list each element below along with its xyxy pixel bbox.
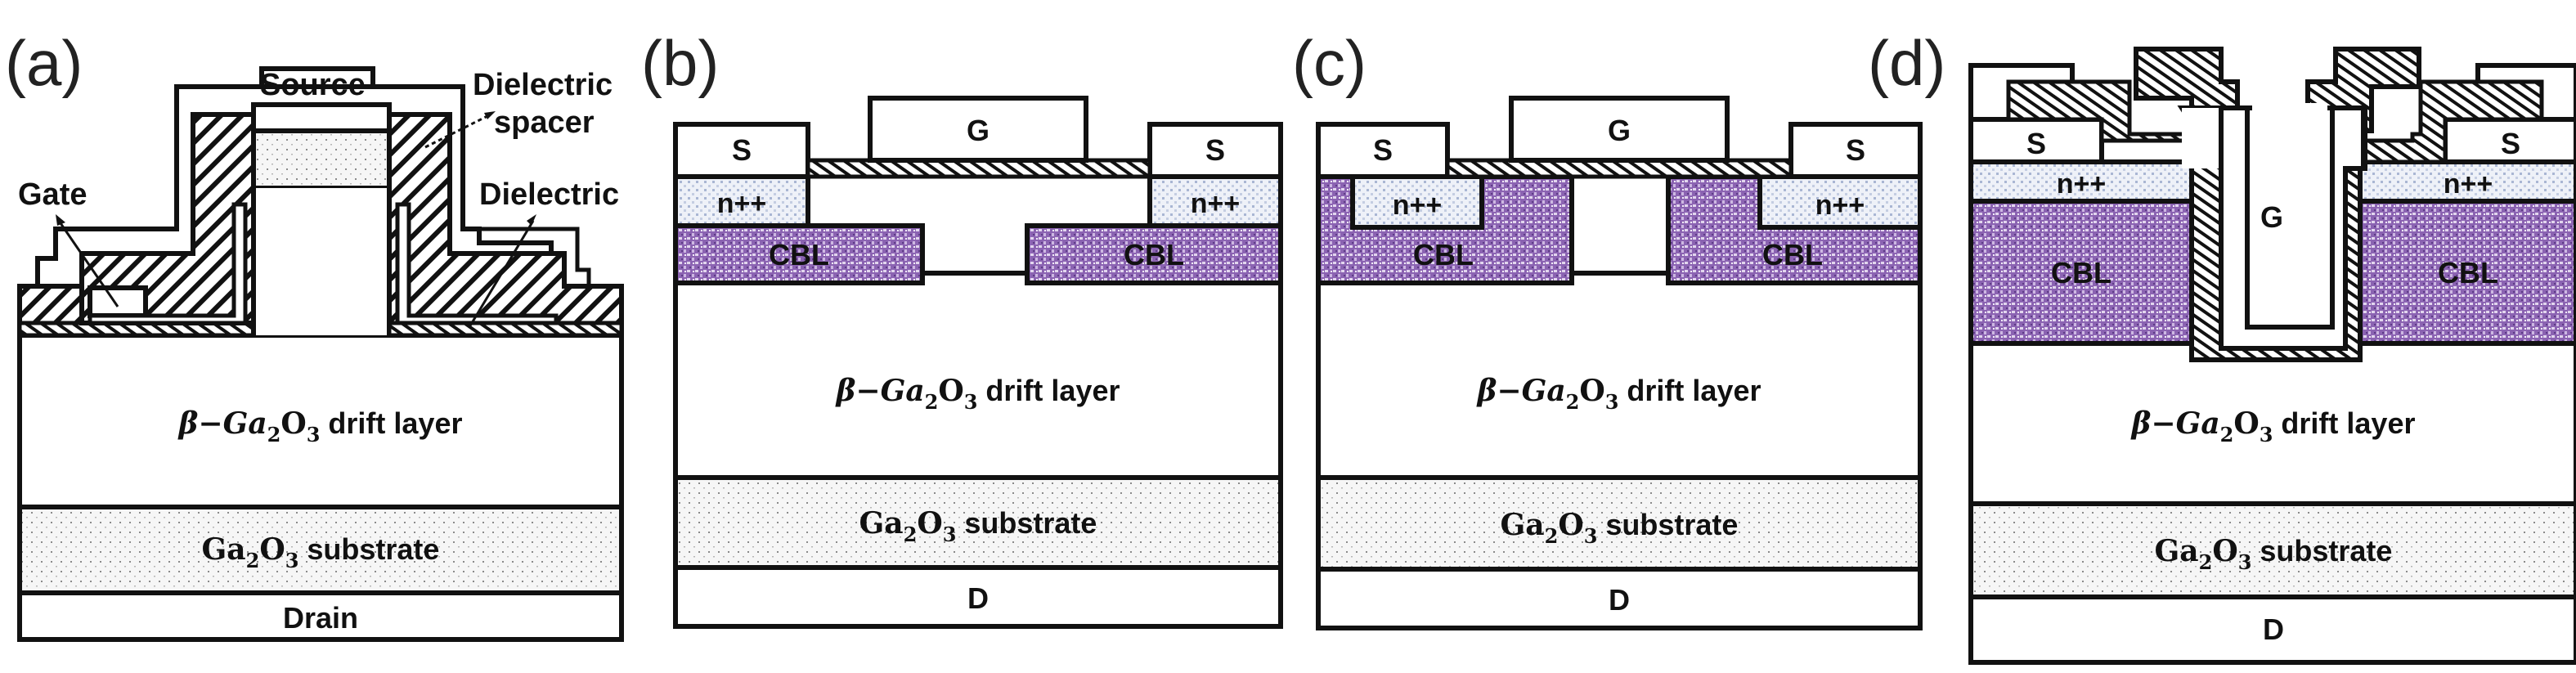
- gate-electrode: [868, 96, 1088, 163]
- panel-label-d: (d): [1868, 27, 1945, 99]
- drift-layer-label: β−Ga2O3 drift layer: [177, 406, 463, 446]
- substrate-layer: [17, 505, 624, 595]
- substrate-label: Ga2O3 substrate: [2155, 534, 2393, 574]
- annotation-dielectric: Dielectric: [479, 177, 619, 212]
- gate-arrow: [57, 220, 119, 307]
- substrate-label: Ga2O3 substrate: [1501, 508, 1739, 548]
- nplus-right-label: n++: [2444, 168, 2493, 200]
- drain-label: Drain: [283, 601, 358, 635]
- source-contact-cap: [259, 66, 375, 89]
- annotation-dielectric-spacer-line2: spacer: [494, 105, 595, 140]
- nplus-right-label: n++: [1815, 190, 1865, 221]
- panel-label-b: (b): [641, 27, 719, 99]
- gate-trench-inner: [2245, 105, 2335, 330]
- gate-label: G: [1608, 114, 1631, 147]
- gate-electrode: [1509, 96, 1730, 163]
- panel-label-a: (a): [5, 27, 83, 99]
- source-metal-top: [251, 102, 392, 133]
- drain-contact: [1968, 594, 2576, 665]
- annotation-source: Source: [260, 68, 366, 102]
- nplus-left-label: n++: [717, 188, 766, 219]
- panel-label-c: (c): [1292, 27, 1367, 99]
- panel-b: (b) S S G n++ n++ CBL CBL β−Ga2O3 drift …: [641, 27, 1283, 629]
- nplus-right: [1757, 174, 1923, 230]
- cbl-right-label: CBL: [1762, 238, 1823, 271]
- nplus-left: [673, 174, 810, 228]
- nplus-right: [1147, 174, 1283, 228]
- substrate-layer: [1968, 501, 2576, 599]
- source-right-label: S: [1205, 133, 1225, 167]
- gate-path-left: [88, 202, 248, 325]
- drift-layer: [1968, 341, 2576, 506]
- dielectric-spacer-right: [387, 112, 624, 338]
- source-left: [1968, 117, 2104, 164]
- source-right: [1147, 122, 1283, 179]
- source-right: [1788, 122, 1923, 179]
- mesa-channel: [254, 188, 389, 335]
- source-left-label: S: [732, 133, 752, 167]
- source-left: [673, 122, 810, 179]
- cbl-left-label: CBL: [2051, 256, 2112, 289]
- gate-label: G: [967, 114, 990, 147]
- drain-label: D: [2263, 612, 2284, 646]
- source-right-label: S: [2501, 127, 2520, 160]
- gate-label: G: [2260, 200, 2283, 234]
- substrate-label: Ga2O3 substrate: [859, 506, 1097, 546]
- nplus-left: [1350, 174, 1484, 230]
- nplus-left-label: n++: [1393, 190, 1442, 221]
- source-left: [1316, 122, 1450, 179]
- drift-layer: [1316, 271, 1923, 480]
- drain-label: D: [1609, 583, 1630, 617]
- panel-c: (c) S S G n++ n++ CBL CBL β−Ga2O3 drift …: [1292, 27, 1923, 630]
- drift-layer: [17, 333, 624, 509]
- drain-contact: [673, 565, 1283, 629]
- drift-layer: [673, 271, 1283, 480]
- dielectric-arrow: [468, 220, 535, 328]
- substrate-label: Ga2O3 substrate: [202, 532, 440, 572]
- gate-electrode-left: [88, 285, 148, 318]
- nplus-left-label: n++: [2057, 168, 2106, 200]
- drain-contact: [1316, 567, 1923, 630]
- drain-label: D: [967, 581, 989, 615]
- cbl-right-label: CBL: [1124, 238, 1184, 271]
- substrate-layer: [673, 475, 1283, 570]
- source-left-label: S: [2026, 127, 2046, 160]
- annotation-gate: Gate: [18, 177, 87, 212]
- cbl-right-label: CBL: [2438, 256, 2498, 289]
- cbl-left: [673, 223, 925, 285]
- spacer-arrow: [424, 113, 491, 149]
- drift-layer-label: β−Ga2O3 drift layer: [835, 374, 1120, 414]
- drain-contact: [17, 590, 624, 642]
- cbl-left-label: CBL: [1413, 238, 1474, 271]
- source-left-label: S: [1373, 133, 1393, 167]
- nplus-right-label: n++: [1191, 188, 1240, 219]
- panel-d: (d) S S G n++ n++ CBL CBL β−Ga2O3 drift …: [1868, 27, 2576, 665]
- nplus-mesa: [251, 128, 392, 191]
- source-right-label: S: [1846, 133, 1865, 167]
- gate-path-right: [395, 202, 559, 325]
- drift-layer-label: β−Ga2O3 drift layer: [1476, 374, 1761, 414]
- annotation-dielectric-spacer-line1: Dielectric: [473, 68, 613, 102]
- cbl-left-label: CBL: [769, 238, 829, 271]
- drift-layer-label: β−Ga2O3 drift layer: [2130, 406, 2416, 446]
- panel-a: (a) Source Dielectri: [5, 27, 624, 642]
